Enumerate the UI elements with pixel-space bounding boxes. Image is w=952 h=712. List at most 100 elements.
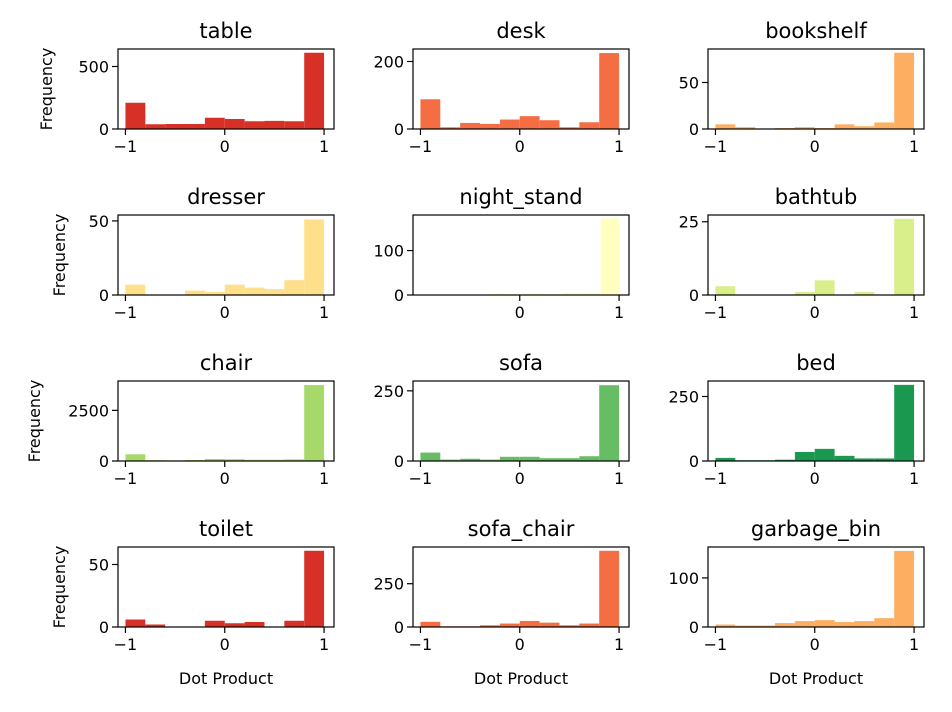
- y-tick-label: 0: [689, 120, 699, 139]
- x-tick-label: 1: [614, 469, 624, 488]
- histogram-bar: [420, 452, 441, 461]
- y-tick-label: 0: [99, 452, 109, 471]
- y-tick-label: 25: [679, 213, 699, 232]
- histogram-bar: [480, 123, 500, 129]
- histogram-bar: [814, 448, 835, 461]
- histogram-bar: [715, 457, 736, 461]
- axes-frame: [707, 48, 925, 130]
- y-tick-label: 0: [394, 120, 404, 139]
- histogram-bar: [264, 120, 285, 130]
- x-tick-label: 1: [319, 137, 329, 156]
- histogram-bar: [539, 458, 560, 461]
- x-tick-label: 0: [810, 303, 820, 322]
- x-tick-label: 1: [909, 303, 919, 322]
- histogram-bar: [204, 292, 225, 295]
- histogram-bar: [874, 458, 895, 461]
- subplot-title: garbage_bin: [751, 517, 881, 542]
- histogram-bar: [125, 454, 146, 461]
- histogram-bar: [539, 622, 560, 627]
- y-tick-label: 0: [99, 120, 109, 139]
- histogram-bar: [440, 459, 461, 461]
- histogram-bar: [834, 124, 855, 129]
- subplot-title: desk: [496, 19, 546, 43]
- histogram-bar: [244, 121, 265, 129]
- histogram-bar: [794, 451, 815, 461]
- subplot-title: bookshelf: [765, 19, 867, 43]
- histogram-bar: [224, 119, 245, 129]
- histogram-bar: [834, 455, 855, 461]
- histogram-bar: [264, 459, 285, 461]
- subplot-title: sofa: [499, 351, 543, 375]
- histogram-bar: [145, 124, 166, 129]
- y-tick-label: 0: [394, 286, 404, 305]
- subplot-title: dresser: [187, 185, 265, 209]
- x-tick-label: 1: [319, 635, 329, 654]
- histogram-bar: [284, 280, 305, 295]
- y-axis-label: Frequency: [50, 214, 69, 297]
- histogram-bar: [519, 456, 540, 461]
- subplot-title: sofa_chair: [468, 517, 575, 542]
- histogram-bar: [755, 625, 776, 627]
- histogram-bar: [539, 120, 560, 129]
- subplot-title: table: [199, 19, 252, 43]
- histogram-bar: [814, 620, 835, 627]
- histogram-bar: [204, 117, 225, 129]
- histogram-bar: [582, 293, 601, 295]
- histogram-bar: [519, 116, 540, 129]
- y-tick-label: 0: [99, 618, 109, 637]
- histogram-bar: [854, 458, 875, 461]
- histogram-bar: [499, 119, 520, 129]
- y-tick-label: 500: [78, 58, 109, 77]
- histogram-bar: [794, 292, 815, 295]
- histogram-bar: [894, 52, 915, 129]
- histogram-bar: [814, 280, 835, 295]
- x-tick-label: 1: [614, 635, 624, 654]
- axes-frame: [117, 214, 335, 296]
- histogram-bar: [600, 218, 620, 295]
- histogram-bar: [894, 550, 915, 627]
- x-tick-label: 0: [515, 469, 525, 488]
- histogram-bar: [559, 625, 580, 627]
- x-tick-label: 1: [319, 469, 329, 488]
- histogram-bar: [559, 458, 580, 461]
- x-tick-label: −1: [409, 469, 433, 488]
- histogram-bar: [874, 618, 895, 627]
- y-tick-label: 250: [373, 575, 404, 594]
- histogram-bar: [480, 625, 500, 627]
- x-tick-label: −1: [704, 303, 728, 322]
- axes-frame: [707, 380, 925, 462]
- y-tick-label: 0: [394, 618, 404, 637]
- x-axis-label: Dot Product: [474, 669, 568, 688]
- histogram-bar: [854, 621, 875, 627]
- subplot-title: chair: [200, 351, 253, 375]
- y-axis-label: Frequency: [25, 380, 44, 463]
- y-tick-label: 200: [373, 52, 404, 71]
- histogram-bar: [264, 289, 285, 295]
- x-axis-label: Dot Product: [769, 669, 863, 688]
- y-tick-label: 0: [689, 286, 699, 305]
- x-tick-label: 0: [515, 303, 525, 322]
- histogram-bar: [480, 459, 500, 461]
- x-tick-label: 0: [220, 635, 230, 654]
- axes-frame: [707, 546, 925, 628]
- x-tick-label: 0: [515, 635, 525, 654]
- histogram-bar: [794, 127, 815, 129]
- histogram-bar: [125, 619, 146, 627]
- histogram-bar: [527, 293, 546, 295]
- histogram-bar: [284, 121, 305, 129]
- x-tick-label: 0: [515, 137, 525, 156]
- histogram-bar: [165, 124, 186, 129]
- histogram-bar: [244, 287, 265, 295]
- histogram-bar: [854, 292, 875, 295]
- histogram-bar: [735, 625, 756, 627]
- x-tick-label: 1: [909, 137, 919, 156]
- x-tick-label: −1: [409, 635, 433, 654]
